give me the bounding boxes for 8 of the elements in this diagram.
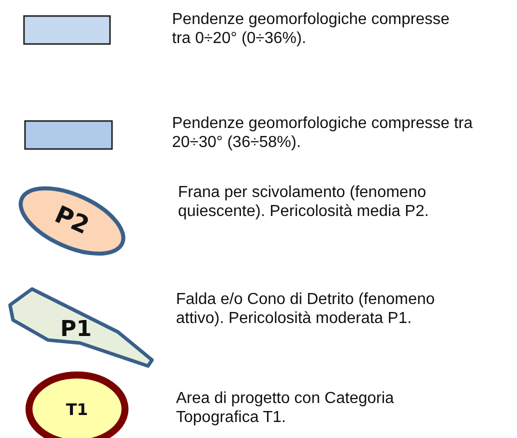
legend-text: Pendenze geomorfologiche compresse tra 20÷30° (36÷58%). [172,114,474,152]
legend-text: Area di progetto con Categoria Topografica T1. [176,389,395,427]
symbol-label: P1 [60,317,92,342]
symbol-label: T1 [66,400,88,419]
legend-text: Falda e/o Cono di Detrito (fenomeno attivo). Pericolosità moderata P1. [176,290,436,328]
legend-text: Frana per scivolamento (fenomeno quiescente). Pericolosità media P2. [178,183,430,221]
symbol-label: P2 [50,200,94,240]
legend-text: Pendenze geomorfologiche compresse tra 0÷20° (0÷36%). [172,10,450,48]
